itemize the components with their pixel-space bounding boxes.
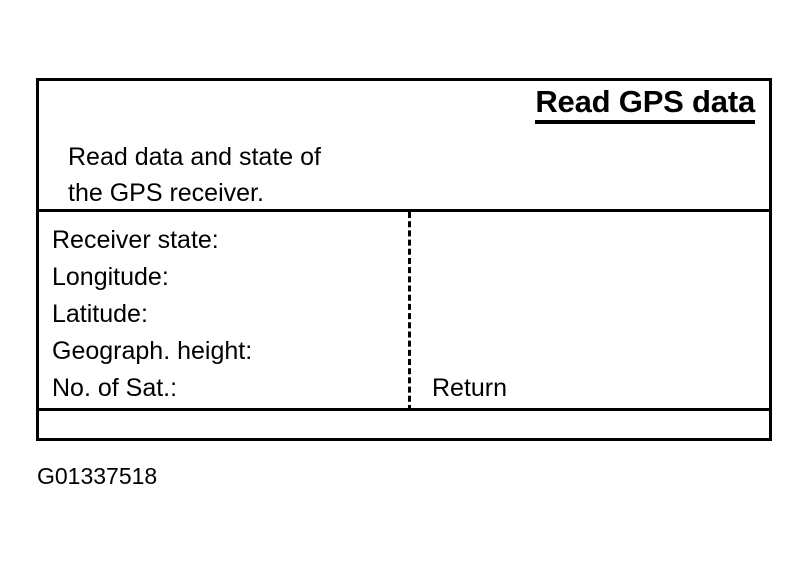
field-value-receiver-state	[432, 222, 765, 259]
field-label-geograph-height: Geograph. height:	[52, 337, 253, 365]
page-title: Read GPS data	[535, 86, 755, 124]
field-label-latitude: Latitude:	[52, 300, 148, 328]
field-value-latitude	[432, 296, 765, 333]
screen-description: Read data and state of the GPS receiver.	[68, 143, 321, 207]
return-button[interactable]: Return	[432, 374, 508, 402]
field-label-longitude: Longitude:	[52, 263, 169, 291]
field-value-column: Return	[432, 222, 765, 402]
field-value-longitude	[432, 259, 765, 296]
field-label-column: Receiver state: Longitude: Latitude: Geo…	[52, 222, 402, 407]
field-label-no-of-sat: No. of Sat.:	[52, 374, 178, 402]
figure-caption: G01337518	[37, 463, 158, 489]
screen-footer-strip	[39, 411, 769, 438]
screen-body: Receiver state: Longitude: Latitude: Geo…	[39, 212, 769, 411]
field-label-receiver-state: Receiver state:	[52, 226, 219, 254]
gps-screen-frame: Read GPS data Read data and state of the…	[36, 78, 772, 441]
screen-header: Read GPS data Read data and state of the…	[39, 81, 769, 212]
column-divider	[408, 212, 411, 411]
field-value-geograph-height	[432, 333, 765, 370]
